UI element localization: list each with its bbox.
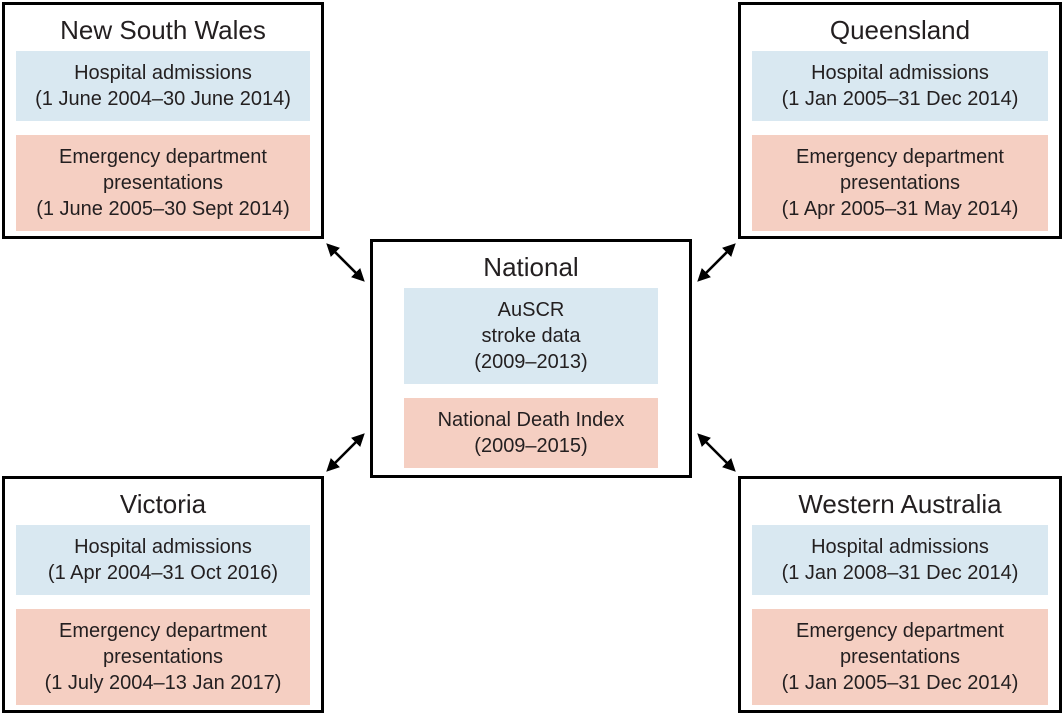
emergency-presentations-panel: Emergency department presentations (1 Ju… [16,609,310,705]
panel-line: Emergency department [59,146,267,168]
panel-line: (2009–2013) [474,351,588,373]
arrow-nsw-national [326,243,365,282]
panel-line: presentations [102,172,224,194]
hospital-admissions-panel: Hospital admissions (1 Jan 2005–31 Dec 2… [752,51,1048,121]
box-national: National AuSCR stroke data (2009–2013) N… [370,239,692,478]
panel-line: (1 Jan 2008–31 Dec 2014) [781,562,1019,584]
panel-line: Hospital admissions [811,62,989,84]
box-new-south-wales: New South Wales Hospital admissions (1 J… [2,2,324,239]
box-victoria: Victoria Hospital admissions (1 Apr 2004… [2,476,324,713]
state-title: New South Wales [60,15,266,45]
panel-line: (1 Apr 2005–31 May 2014) [781,198,1019,220]
panel-line: Hospital admissions [74,536,252,558]
emergency-presentations-panel: Emergency department presentations (1 Ap… [752,135,1048,231]
arrow-queensland-national [697,243,736,282]
panel-line: Hospital admissions [74,62,252,84]
panel-line: (1 June 2004–30 June 2014) [35,88,291,110]
hospital-admissions-panel: Hospital admissions (1 Apr 2004–31 Oct 2… [16,525,310,595]
panel-line: Emergency department [796,620,1004,642]
panel-line: presentations [102,646,224,668]
box-western-australia: Western Australia Hospital admissions (1… [738,476,1062,713]
state-title: Victoria [119,489,207,519]
arrow-western-australia-national [697,433,736,472]
panel-line: AuSCR [497,299,565,321]
national-title: National [483,252,579,282]
auscr-stroke-data-panel: AuSCR stroke data (2009–2013) [404,288,658,384]
hospital-admissions-panel: Hospital admissions (1 Jan 2008–31 Dec 2… [752,525,1048,595]
box-queensland: Queensland Hospital admissions (1 Jan 20… [738,2,1062,239]
panel-line: presentations [839,172,961,194]
panel-line: National Death Index [437,409,625,431]
hospital-admissions-panel: Hospital admissions (1 June 2004–30 June… [16,51,310,121]
state-title: Queensland [829,15,971,45]
panel-line: presentations [839,646,961,668]
panel-line: Emergency department [59,620,267,642]
arrow-victoria-national [326,433,365,472]
panel-line: (1 June 2005–30 Sept 2014) [36,198,290,220]
panel-line: (1 Jan 2005–31 Dec 2014) [781,88,1019,110]
national-death-index-panel: National Death Index (2009–2015) [404,398,658,468]
panel-line: Emergency department [796,146,1004,168]
panel-line: Hospital admissions [811,536,989,558]
panel-line: stroke data [481,325,581,347]
emergency-presentations-panel: Emergency department presentations (1 Ju… [16,135,310,231]
panel-line: (1 July 2004–13 Jan 2017) [44,672,282,694]
emergency-presentations-panel: Emergency department presentations (1 Ja… [752,609,1048,705]
panel-line: (1 Jan 2005–31 Dec 2014) [781,672,1019,694]
panel-line: (1 Apr 2004–31 Oct 2016) [47,562,279,584]
state-title: Western Australia [798,489,1002,519]
panel-line: (2009–2015) [474,435,588,457]
